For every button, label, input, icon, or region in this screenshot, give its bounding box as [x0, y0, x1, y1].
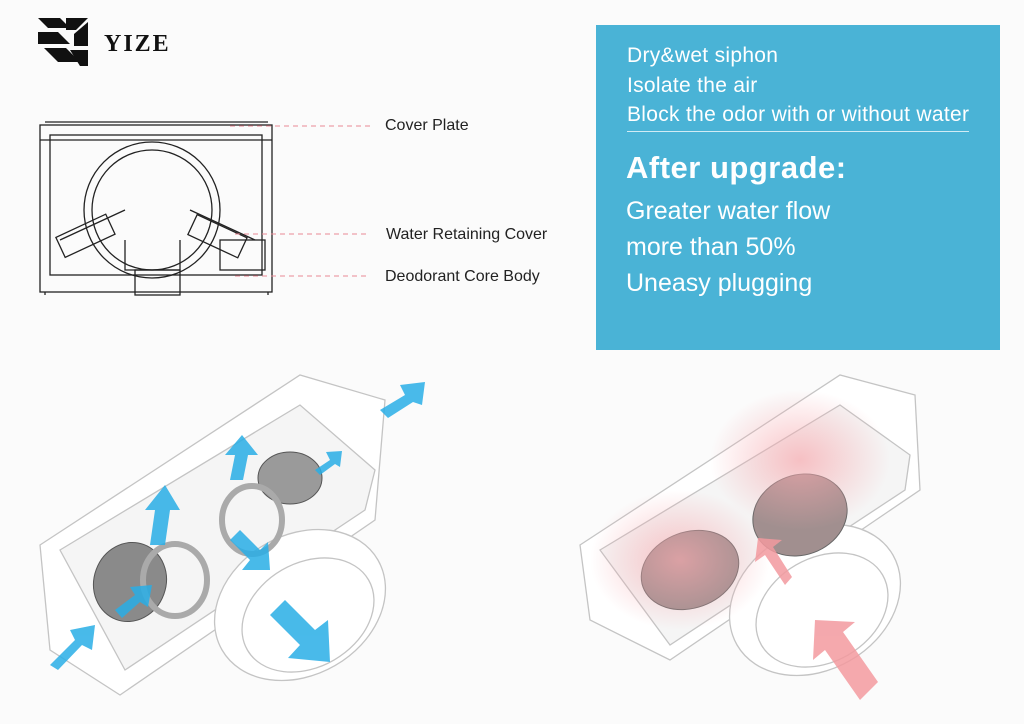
upgrade-point: Uneasy plugging: [626, 269, 813, 297]
upgrade-point: Greater water flow: [626, 197, 831, 225]
upgrade-title: After upgrade:: [626, 150, 847, 185]
callout-cover-plate: Cover Plate: [385, 117, 469, 134]
odor-glow: [590, 390, 890, 630]
upgrade-point: more than 50%: [626, 233, 796, 261]
feature-item: Dry&wet siphon: [627, 44, 779, 67]
callout-deodorant-core-body: Deodorant Core Body: [385, 268, 540, 285]
odor-block-illustration: [579, 374, 921, 700]
water-flow-illustration: [39, 374, 425, 696]
panel-divider: [627, 131, 969, 132]
drain-core-diagram: [39, 121, 370, 296]
callout-leader-lines: [230, 125, 370, 277]
brand-name: YIZE: [104, 31, 171, 57]
pink-odor-arrows: [755, 538, 878, 700]
upgrade-points: Greater water flow more than 50% Uneasy …: [626, 193, 830, 301]
feature-item: Block the odor with or without water: [627, 103, 970, 126]
blue-flow-arrows: [50, 382, 425, 670]
feature-list: Dry&wet siphon Isolate the air Block the…: [627, 41, 969, 130]
info-panel: Dry&wet siphon Isolate the air Block the…: [596, 25, 1000, 350]
feature-item: Isolate the air: [627, 73, 758, 97]
callout-water-retaining-cover: Water Retaining Cover: [386, 226, 548, 243]
yize-logo-icon: [38, 18, 88, 66]
drain-core-drawing: [39, 121, 273, 296]
